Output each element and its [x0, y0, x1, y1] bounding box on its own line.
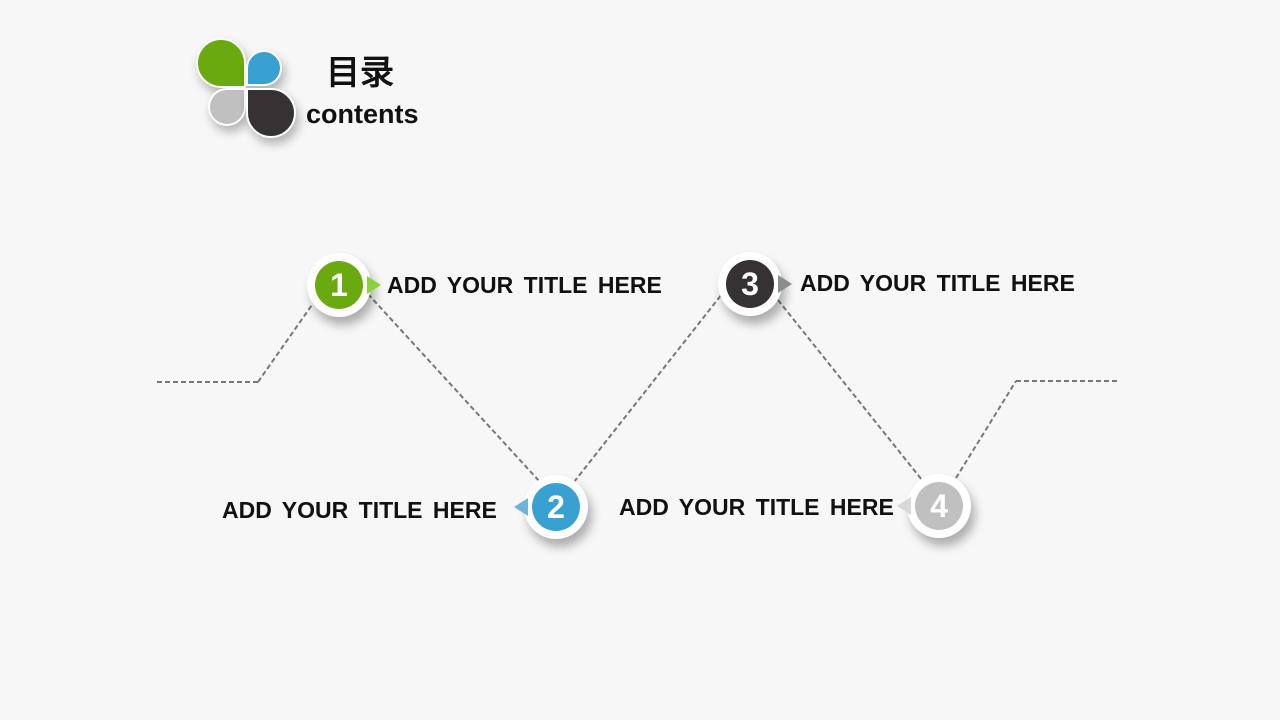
item-3-title[interactable]: ADD YOUR TITLE HERE — [800, 270, 1075, 296]
item-2-number: 2 — [532, 483, 580, 531]
page-subtitle: contents — [306, 99, 419, 129]
item-4-number: 4 — [915, 482, 963, 530]
clover-logo-icon — [196, 38, 298, 140]
item-2-pointer-icon — [514, 498, 528, 516]
logo-petal-gray — [208, 88, 246, 126]
item-4-title[interactable]: ADD YOUR TITLE HERE — [619, 494, 894, 520]
logo-petal-blue — [246, 50, 282, 86]
item-1-number-badge[interactable]: 1 — [307, 253, 381, 317]
item-3-number-badge[interactable]: 3 — [718, 252, 792, 316]
item-1-title[interactable]: ADD YOUR TITLE HERE — [387, 272, 662, 298]
item-1-number: 1 — [315, 261, 363, 309]
logo-petal-green — [196, 38, 246, 88]
item-3-number: 3 — [726, 260, 774, 308]
item-2-number-badge[interactable]: 2 — [514, 475, 588, 539]
item-4-number-badge[interactable]: 4 — [897, 474, 971, 538]
item-1-pointer-icon — [367, 276, 381, 294]
logo-petal-dark — [246, 88, 296, 138]
item-3-pointer-icon — [778, 275, 792, 293]
item-4-pointer-icon — [897, 497, 911, 515]
item-2-title[interactable]: ADD YOUR TITLE HERE — [222, 497, 497, 523]
page-title: 目录 — [326, 53, 394, 93]
